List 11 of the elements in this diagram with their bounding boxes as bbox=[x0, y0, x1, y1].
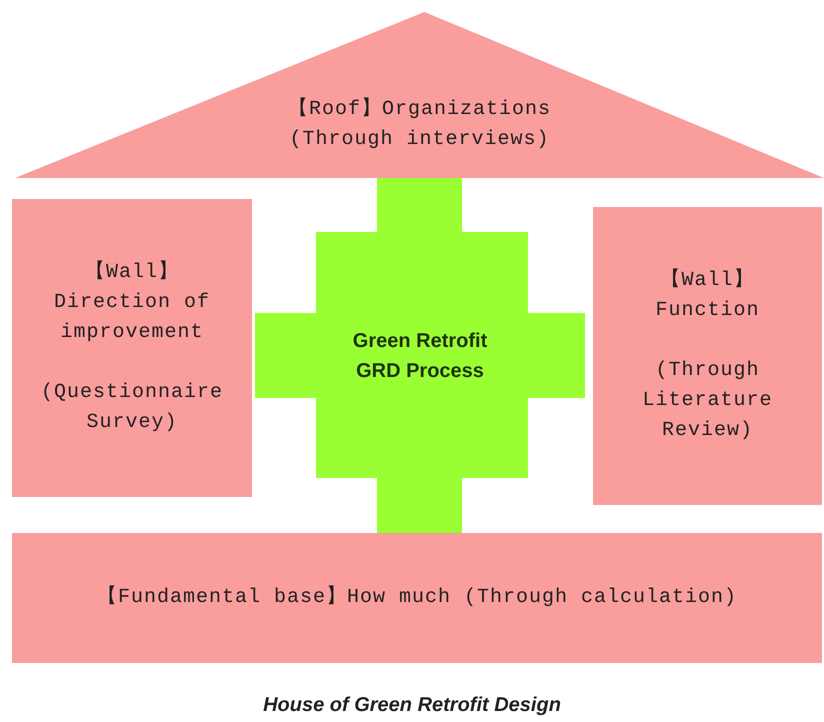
base-block bbox=[12, 533, 822, 663]
node-text: (Through Literature Review) bbox=[641, 358, 774, 444]
node-text: 【Wall】 Function bbox=[654, 267, 760, 324]
node-text: 【Fundamental base】How much (Through calculation) bbox=[96, 584, 738, 611]
wall-block bbox=[593, 207, 822, 505]
node-text: 【Wall】 Direction of improvement bbox=[52, 259, 212, 346]
wall-block bbox=[12, 199, 252, 497]
node-text: Green Retrofit GRD Process bbox=[352, 328, 488, 384]
caption: House of Green Retrofit Design bbox=[262, 694, 562, 717]
node-text: 【Roof】Organizations (Through interviews) bbox=[286, 96, 552, 153]
node-text: (Questionnaire Survey) bbox=[40, 380, 224, 436]
